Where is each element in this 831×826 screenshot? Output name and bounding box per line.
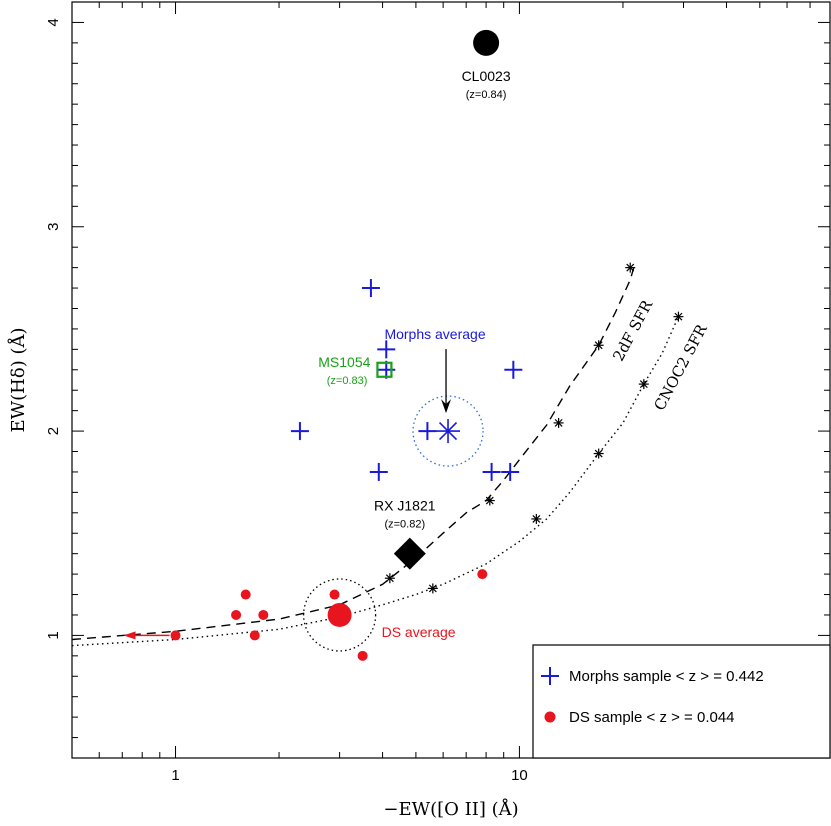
morphs-average-label: Morphs average [384,326,485,342]
curve-star-marker [484,495,495,506]
legend-entry-label: DS sample < z > = 0.044 [569,709,735,726]
ds-point [170,630,181,641]
ds-average-circle [302,578,377,652]
ds-point [329,589,340,600]
legend-dot-icon [544,711,556,723]
annotations-layer: CL0023 (z=0.84) MS1054 (z=0.83) RX J1821 (z=0… [318,68,511,640]
curve-cnoc2-sfr [71,316,680,647]
star-stroke [438,422,458,441]
ds-point [249,630,260,641]
morphs-average-circle [412,395,484,467]
ds-point [357,650,368,661]
curve-star-marker [553,417,564,428]
morphs-point [418,422,437,441]
ms1054-label: MS1054 [318,354,370,370]
rxj1821-label: RX J1821 [374,498,436,514]
legend: Morphs sample < z > = 0.442 DS sample < z… [532,644,831,759]
ds-point [231,609,242,620]
star-stroke [639,380,648,389]
cl0023-label: CL0023 [462,68,511,84]
morphs-point [377,340,396,359]
curve-label-cnoc2: CNOC2 SFR [650,321,711,414]
rxj1821-marker [393,537,426,570]
star-stroke [594,449,603,458]
rxj1821-z-label: (z=0.82) [384,519,425,531]
legend-entry-label: Morphs sample < z > = 0.442 [569,668,764,685]
morphs-average-arrowhead [441,399,452,414]
curve-star-marker [427,583,438,594]
y-tick-label: 4 [45,18,62,26]
points-layer [123,29,523,661]
morphs-point [504,360,523,379]
axes-layer: 1 10 1 2 3 4 −EW([O II] (Å) EW(Hδ) (Å) [7,1,831,820]
x-tick-label: 10 [511,767,528,784]
cl0023-z-label: (z=0.84) [466,89,507,101]
morphs-point [482,462,501,481]
morphs-point [361,279,380,298]
ms1054-marker [376,361,393,378]
star-stroke [594,341,603,350]
star-stroke [485,496,494,505]
star-stroke [626,263,635,272]
curve-star-marker [625,262,636,273]
ds-point [240,589,251,600]
curve-star-marker [638,379,649,390]
ds-point [258,609,269,620]
curve-star-marker [593,448,604,459]
curve-star-marker [593,340,604,351]
plot-frame [71,1,831,759]
curve-label-2df: 2dF SFR [609,297,656,365]
ms1054-z-label: (z=0.83) [327,375,368,387]
cl0023-marker [473,29,500,56]
curve-star-marker [384,573,395,584]
ds-average-dot [327,602,352,627]
legend-plus-icon [541,667,559,685]
morphs-point [290,422,309,441]
star-stroke [428,584,437,593]
star-stroke [385,574,394,583]
ds-point [477,569,488,580]
upper-limit-arrowhead [123,631,136,640]
y-tick-label: 2 [45,427,62,435]
curve-star-marker [531,513,542,524]
x-axis-title: −EW([O II] (Å) [383,798,518,820]
morphs-average-star [436,419,461,444]
legend-box [532,644,831,759]
ds-average-label: DS average [382,624,456,640]
curve-2df-sfr [71,267,635,641]
morphs-point [369,462,388,481]
star-stroke [554,418,563,427]
morphs-point [501,462,520,481]
y-tick-label: 1 [45,631,62,639]
star-stroke [532,514,541,523]
y-axis-title: EW(Hδ) (Å) [7,328,29,433]
curve-star-marker [673,311,684,322]
star-stroke [674,312,683,321]
x-tick-label: 1 [171,767,179,784]
y-tick-label: 3 [45,223,62,231]
